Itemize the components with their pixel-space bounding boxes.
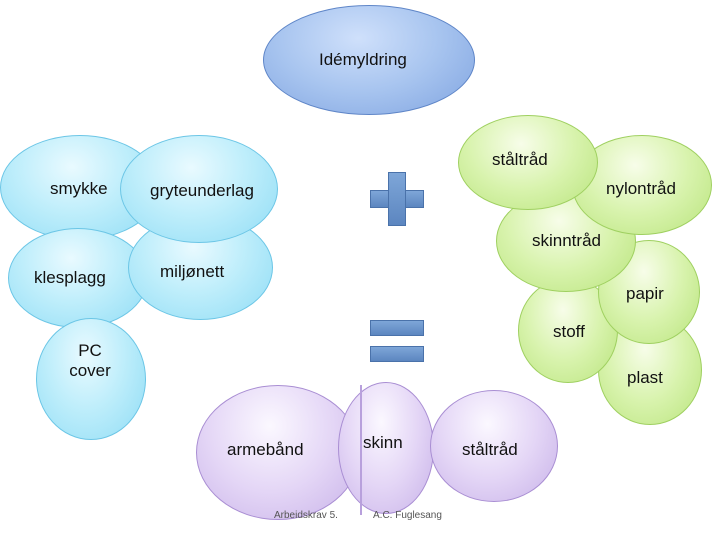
bubble-skinn [338,382,434,514]
label-staltrad-bottom: ståltråd [462,440,518,459]
label-papir: papir [626,284,664,303]
label-stoff: stoff [553,322,585,341]
label-nylontrad: nylontråd [606,179,676,198]
divider-line [360,385,362,515]
bubble-gryteunderlag [120,135,278,243]
footer-left: Arbeidskrav 5. [274,510,338,521]
bubble-armeband [196,385,360,520]
label-plast: plast [627,368,663,387]
label-pc-cover: PC cover [69,341,111,380]
bubble-staltrad [458,115,598,210]
label-armeband: armebånd [227,440,304,459]
bubble-pc-cover [36,318,146,440]
label-skinn: skinn [363,433,403,452]
footer-right: A.C. Fuglesang [373,510,442,521]
label-smykke: smykke [50,179,108,198]
title-label: Idémyldring [319,50,407,69]
bubble-staltrad-bottom [430,390,558,502]
label-klesplagg: klesplagg [34,268,106,287]
label-skinntrad: skinntråd [532,231,601,250]
title-bubble [263,5,475,115]
label-staltrad: ståltråd [492,150,548,169]
label-gryteunderlag: gryteunderlag [150,181,254,200]
label-miljonett: miljønett [160,262,225,281]
